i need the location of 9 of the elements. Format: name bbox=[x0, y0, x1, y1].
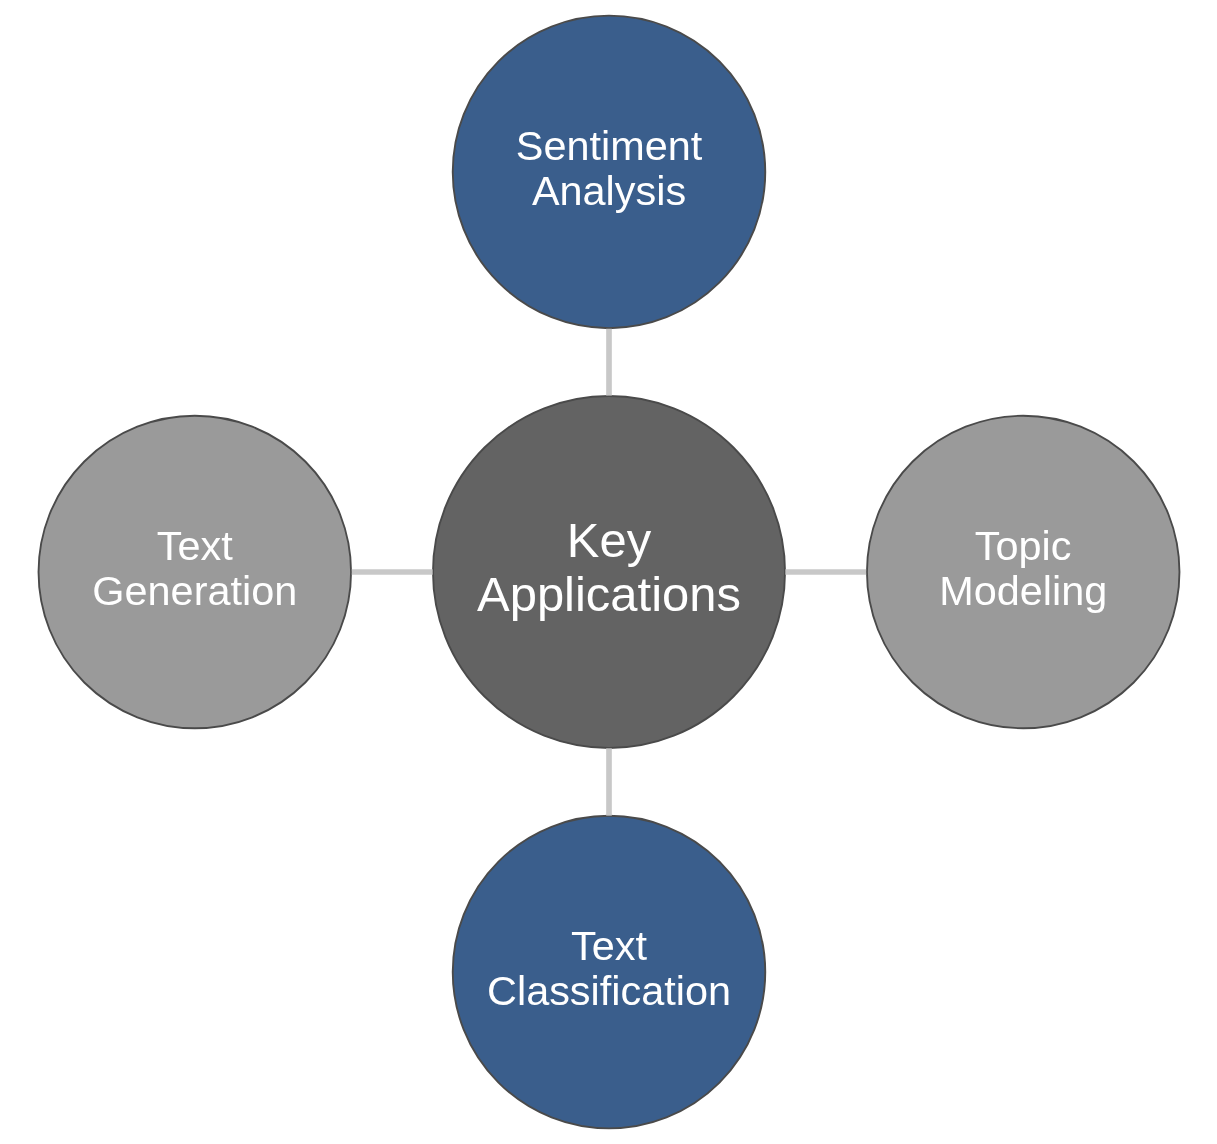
node-circle: Topic Modeling bbox=[865, 414, 1180, 730]
node-circle: Sentiment Analysis bbox=[451, 14, 766, 330]
node-circle: Key Applications bbox=[431, 395, 786, 749]
connector bbox=[605, 748, 612, 816]
node-circle: Text Generation bbox=[37, 414, 352, 730]
connector bbox=[784, 569, 866, 575]
node-circle: Text Classification bbox=[451, 814, 766, 1130]
connector bbox=[351, 569, 433, 575]
connector bbox=[605, 328, 612, 396]
